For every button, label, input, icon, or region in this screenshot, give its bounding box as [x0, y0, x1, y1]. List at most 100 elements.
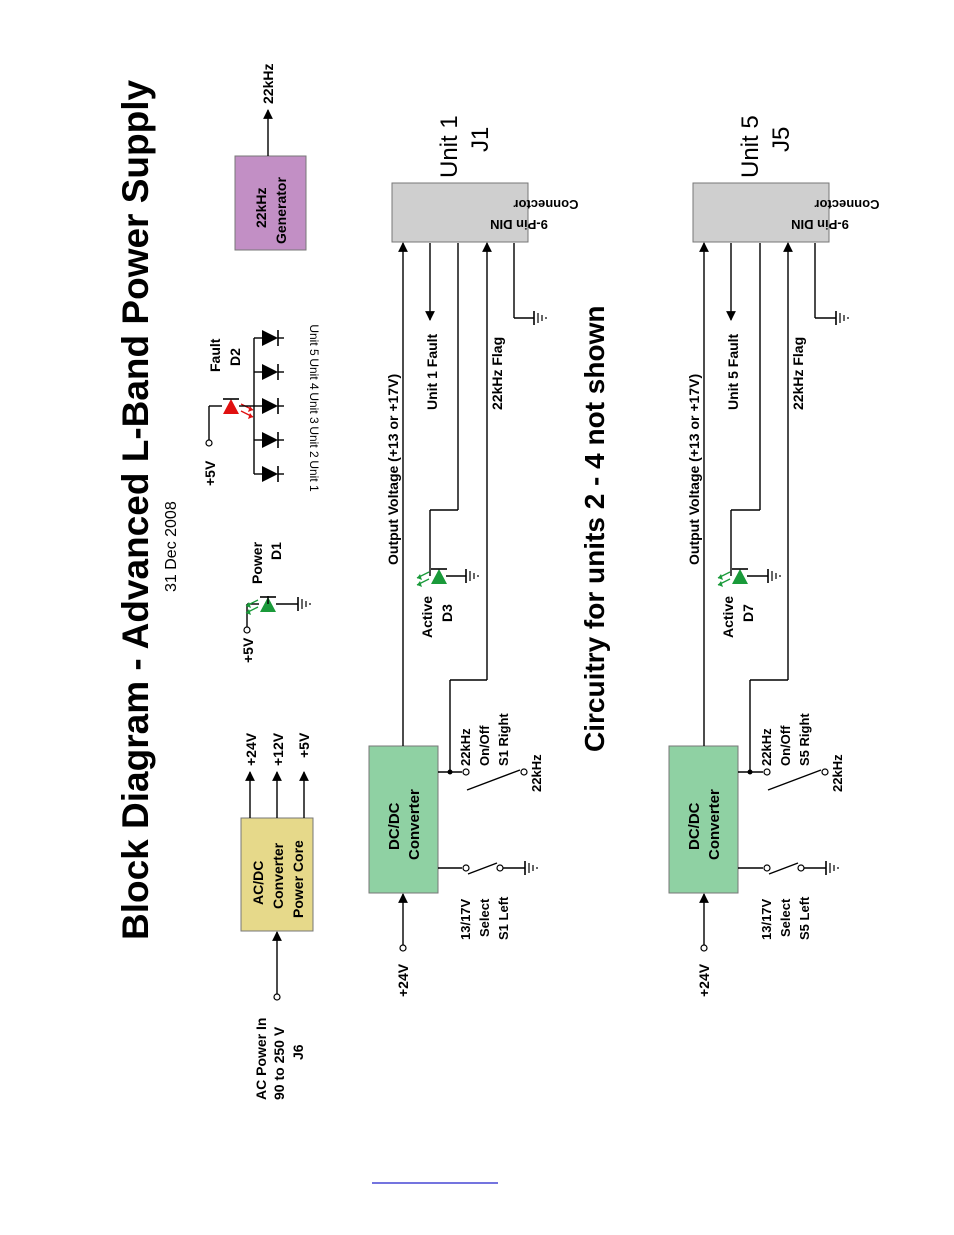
fault-led-label: Fault — [207, 338, 223, 372]
unit5-onoff-label-2: On/Off — [778, 725, 793, 766]
generator-label-1: 22kHz — [253, 188, 269, 228]
diode-unit-4-icon — [261, 363, 279, 381]
diode-label-unit-3: Unit 3 — [307, 392, 321, 424]
unit5-jack: J5 — [768, 127, 795, 152]
unit5-converter-label-2: Converter — [706, 789, 723, 860]
ground-icon — [767, 568, 781, 584]
unit1-active-label-2: D3 — [439, 604, 455, 622]
ac-box-label-2: Converter — [270, 842, 286, 909]
generator-output-label: 22kHz — [260, 64, 276, 104]
unit5-din-label-1: 9-Pin DIN — [791, 217, 849, 232]
unit5-select-switch[interactable] — [768, 862, 799, 875]
unit1-select-label-3: S1 Left — [496, 896, 511, 940]
fault-led-ref: D2 — [227, 348, 243, 366]
diode-label-unit-1: Unit 1 — [307, 460, 321, 492]
unit5-select-label-3: S5 Left — [797, 896, 812, 940]
unit5-onoff-label-1: 22kHz — [759, 728, 774, 766]
ac-input-jack: J6 — [290, 1044, 306, 1060]
unit5-active-label-1: Active — [720, 596, 736, 638]
unit-5-circuit: +24V DC/DC Converter 13/17V Select S5 Le… — [668, 115, 880, 997]
unit5-onoff-label-3: S5 Right — [797, 713, 812, 766]
unit1-fault-label: Unit 1 Fault — [424, 333, 440, 410]
unit1-converter-label-1: DC/DC — [386, 802, 403, 850]
unit5-select-label-1: 13/17V — [759, 898, 774, 940]
diode-unit-3-icon — [261, 397, 279, 415]
diode-unit-2-icon — [261, 431, 279, 449]
unit1-onoff-label-2: On/Off — [477, 725, 492, 766]
diode-label-unit-5: Unit 5 — [307, 324, 321, 356]
ac-input-range: 90 to 250 V — [271, 1026, 287, 1100]
power-led-label: Power — [249, 541, 265, 584]
diode-unit-1-icon — [261, 465, 279, 483]
unit1-tone-label: 22kHz — [529, 754, 544, 792]
fault-led-supply: +5V — [202, 460, 218, 486]
unit5-dc-dc-converter-box — [668, 745, 739, 894]
unit1-onoff-label-3: S1 Right — [496, 713, 511, 766]
unit1-input-label: +24V — [395, 963, 411, 997]
unit1-onoff-switch-terminal[interactable] — [462, 768, 470, 776]
unit1-onoff-switch[interactable] — [466, 769, 521, 791]
ac-dc-converter-box — [240, 817, 314, 932]
out-5v-label: +5V — [296, 732, 312, 758]
unit1-din-label-2: Connector — [514, 197, 579, 212]
unit5-din-connector — [692, 182, 830, 243]
ac-power-section: AC Power In 90 to 250 V J6 AC/DC Convert… — [240, 732, 314, 1100]
unit1-din-label-1: 9-Pin DIN — [490, 217, 548, 232]
unit1-title: Unit 1 — [436, 115, 463, 178]
unit5-select-switch-terminal[interactable] — [763, 864, 771, 872]
generator-label-2: Generator — [273, 177, 289, 244]
out-24v-label: +24V — [243, 732, 259, 766]
diode-label-unit-4: Unit 4 — [307, 358, 321, 390]
power-led-supply: +5V — [240, 637, 256, 663]
unit5-select-label-2: Select — [778, 898, 793, 937]
unit5-converter-label-1: DC/DC — [686, 802, 703, 850]
ground-icon — [825, 860, 839, 876]
diode-label-unit-2: Unit 2 — [307, 426, 321, 458]
fault-led-section: +5V Fault D2 Unit 1 Unit 2 Unit 3 Unit 4… — [202, 324, 321, 492]
date-label: 31 Dec 2008 — [163, 501, 180, 592]
unit5-din-label-2: Connector — [815, 197, 880, 212]
power-led-ref: D1 — [268, 542, 284, 560]
unit5-active-led-icon — [717, 568, 749, 588]
section-subtitle: Circuitry for units 2 - 4 not shown — [579, 306, 610, 752]
unit1-converter-label-2: Converter — [406, 789, 423, 860]
page-title: Block Diagram - Advanced L-Band Power Su… — [115, 80, 156, 940]
unit1-output-voltage-label: Output Voltage (+13 or +17V) — [385, 374, 401, 565]
ground-icon — [465, 568, 479, 584]
generator-section: 22kHz Generator 22kHz — [234, 64, 307, 251]
ground-icon — [524, 860, 538, 876]
unit1-dc-dc-converter-box — [368, 745, 439, 894]
unit-1-circuit: +24V DC/DC Converter 13/17V Select S1 Le… — [368, 115, 579, 997]
unit1-flag-label: 22kHz Flag — [489, 337, 505, 410]
fault-led-icon — [222, 398, 254, 420]
ground-icon — [835, 310, 849, 326]
ac-input-label: AC Power In — [253, 1018, 269, 1100]
generator-box — [234, 155, 307, 251]
unit5-tone-label: 22kHz — [830, 754, 845, 792]
unit5-active-label-2: D7 — [740, 604, 756, 622]
unit5-fault-label: Unit 5 Fault — [725, 333, 741, 410]
unit1-active-led-icon — [416, 568, 448, 588]
out-12v-label: +12V — [270, 732, 286, 766]
unit1-jack: J1 — [467, 127, 494, 152]
power-led-icon — [245, 596, 277, 616]
unit1-select-switch-terminal[interactable] — [462, 864, 470, 872]
power-led-section: +5V Power D1 — [240, 541, 311, 663]
unit5-flag-label: 22kHz Flag — [790, 337, 806, 410]
ac-box-label-3: Power Core — [290, 840, 306, 918]
unit1-select-label-1: 13/17V — [458, 898, 473, 940]
unit5-onoff-switch-terminal[interactable] — [763, 768, 771, 776]
ground-icon — [297, 596, 311, 612]
ground-icon — [533, 310, 547, 326]
ac-box-label-1: AC/DC — [250, 861, 266, 905]
unit5-onoff-switch[interactable] — [767, 769, 822, 791]
unit1-din-connector — [391, 182, 529, 243]
unit5-output-voltage-label: Output Voltage (+13 or +17V) — [686, 374, 702, 565]
ac-input-terminal — [273, 993, 281, 1001]
unit1-select-switch[interactable] — [467, 862, 498, 875]
unit1-select-label-2: Select — [477, 898, 492, 937]
unit1-onoff-label-1: 22kHz — [458, 728, 473, 766]
unit5-input-label: +24V — [696, 963, 712, 997]
unit1-active-label-1: Active — [419, 596, 435, 638]
